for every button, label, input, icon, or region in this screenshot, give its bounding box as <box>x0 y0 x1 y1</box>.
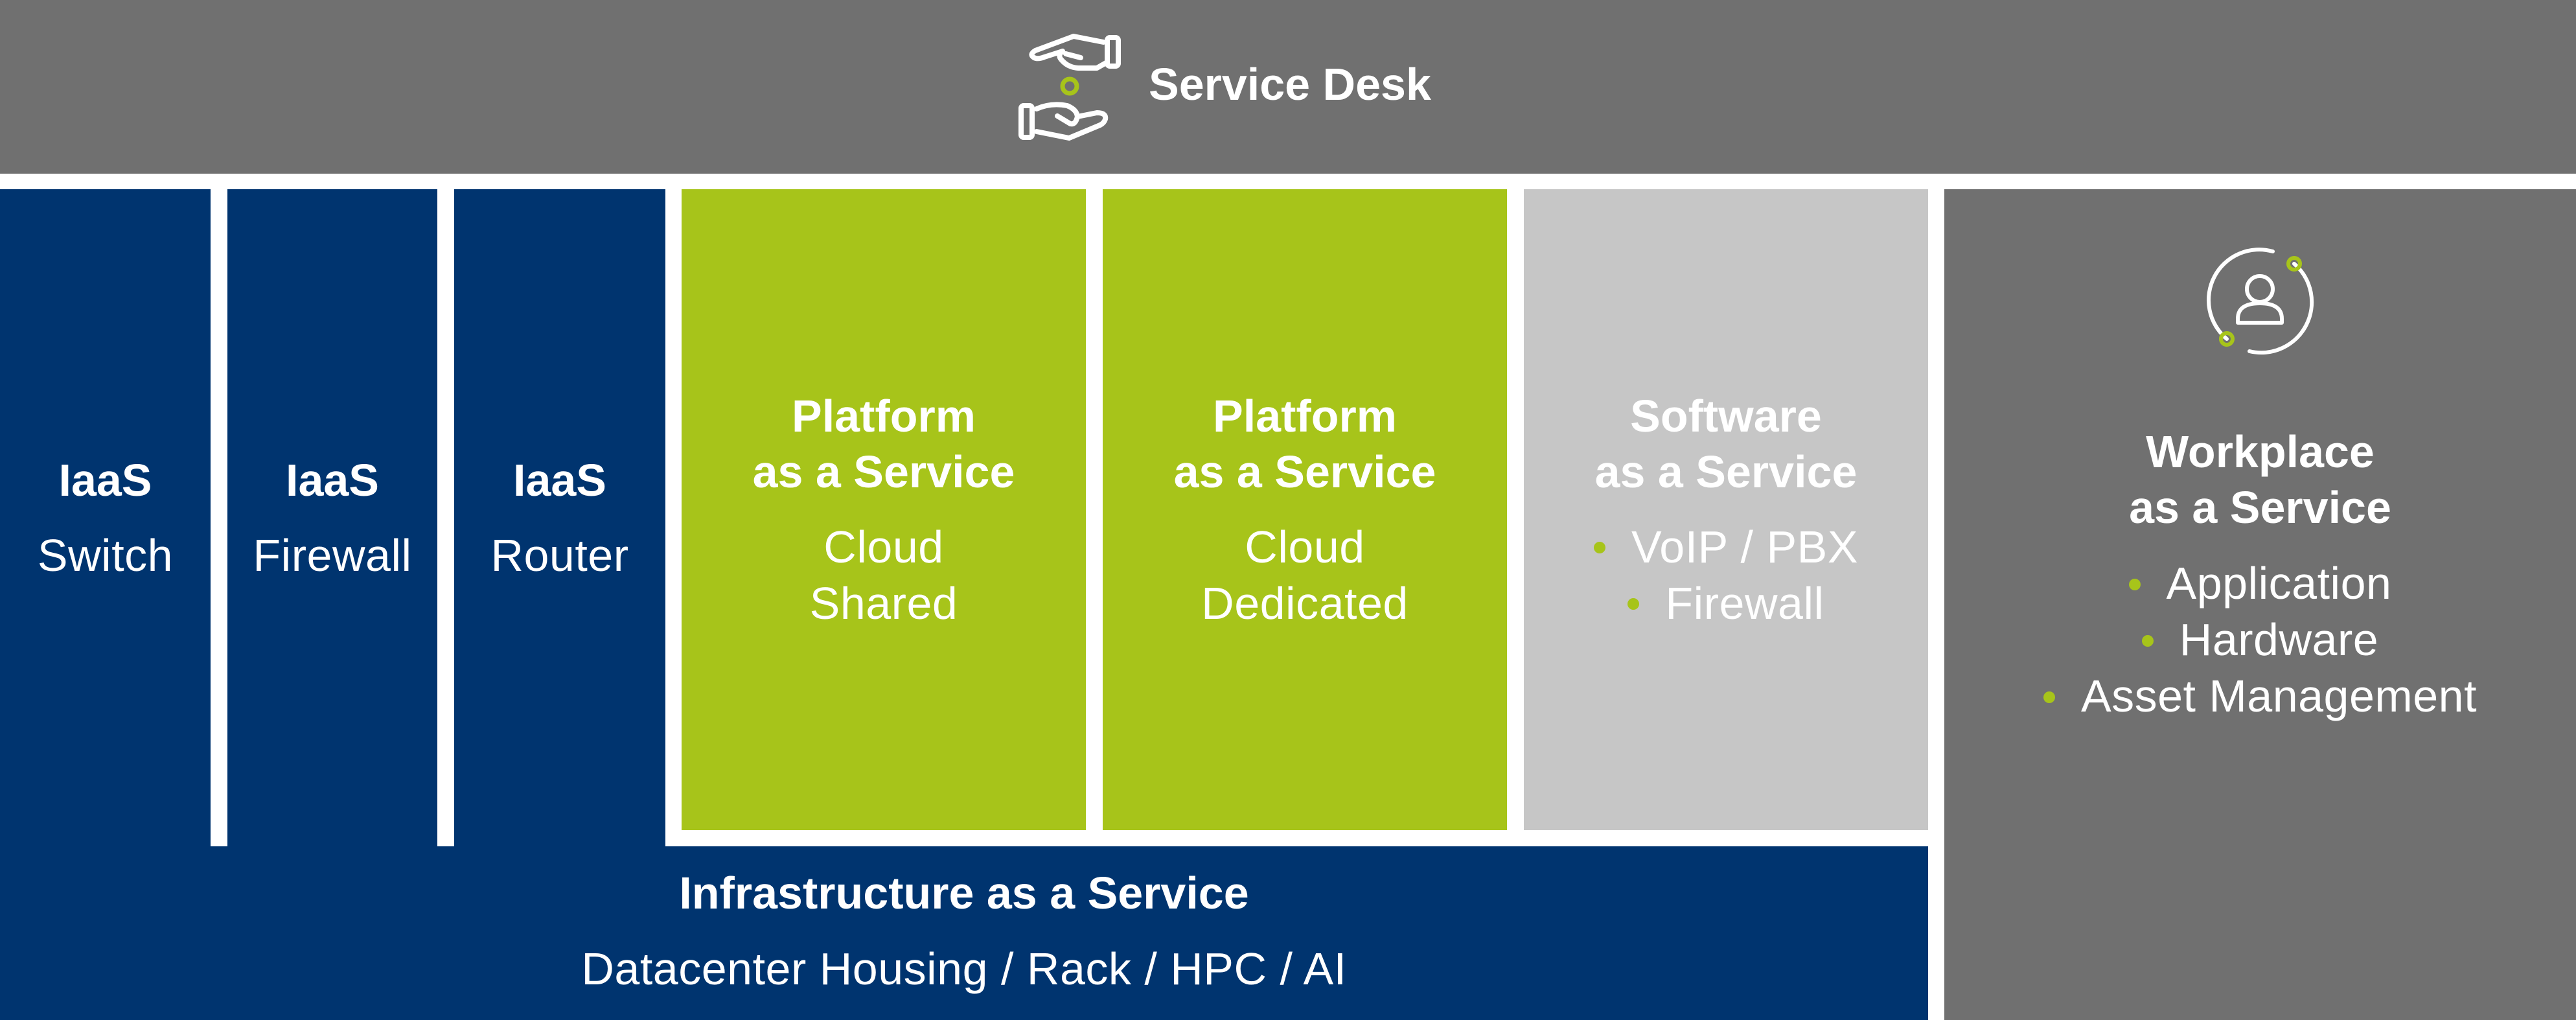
bullet-dot-icon <box>2128 578 2141 590</box>
title-line: as a Service <box>1594 446 1857 497</box>
body-line: Cloud <box>823 521 944 572</box>
bullet-text: Hardware <box>2179 614 2379 665</box>
bullet-item: Asset Management <box>1944 668 2576 724</box>
bullet-dot-icon <box>1593 542 1605 554</box>
hands-service-icon <box>1018 34 1121 141</box>
title-line: Platform <box>1213 390 1397 441</box>
service-desk-band: Service Desk <box>0 0 2576 174</box>
body-line: Cloud <box>1245 521 1365 572</box>
iaas-subtitle: Router <box>490 529 629 581</box>
infrastructure-band-content: Infrastructure as a Service Datacenter H… <box>0 865 1928 997</box>
infrastructure-band <box>0 846 1928 1020</box>
bullet-item: Application <box>1944 555 2576 612</box>
body-line: Dedicated <box>1201 577 1409 629</box>
paas-cloud-dedicated-column: Platform as a Service Cloud Dedicated <box>1103 189 1507 830</box>
paas-title: Platform as a Service <box>753 388 1015 500</box>
bullet-text: Asset Management <box>2080 671 2478 721</box>
title-line: as a Service <box>2129 482 2391 533</box>
waas-bullet-list: Application Hardware Asset Management <box>1944 555 2576 724</box>
saas-title: Software as a Service <box>1595 388 1857 500</box>
paas-body: Cloud Dedicated <box>1201 519 1409 632</box>
bullet-text: Firewall <box>1665 577 1824 629</box>
bullet-text: VoIP / PBX <box>1631 521 1859 572</box>
waas-column <box>1944 189 2576 1020</box>
title-line: as a Service <box>752 446 1015 497</box>
iaas-subtitle: Switch <box>37 529 174 581</box>
paas-title: Platform as a Service <box>1174 388 1436 500</box>
waas-content: Workplace as a Service Application Hardw… <box>1944 424 2576 724</box>
bullet-item: Hardware <box>1944 612 2576 668</box>
saas-column: Software as a Service VoIP / PBX Firewal… <box>1524 189 1928 830</box>
paas-cloud-shared-column: Platform as a Service Cloud Shared <box>682 189 1086 830</box>
title-line: Platform <box>792 390 976 441</box>
infrastructure-subtitle: Datacenter Housing / Rack / HPC / AI <box>581 944 1347 994</box>
iaas-title: IaaS <box>513 454 606 505</box>
infrastructure-title: Infrastructure as a Service <box>679 868 1249 918</box>
iaas-router-column: IaaS Router <box>454 189 665 846</box>
bullet-item: VoIP / PBX <box>1593 519 1859 575</box>
iaas-title: IaaS <box>58 454 152 505</box>
title-line: Workplace <box>2146 426 2375 477</box>
waas-title: Workplace as a Service <box>1944 424 2576 535</box>
iaas-firewall-column: IaaS Firewall <box>227 189 437 846</box>
title-line: Software <box>1630 390 1822 441</box>
bullet-text: Application <box>2166 558 2392 609</box>
body-line: Shared <box>809 577 958 629</box>
bullet-dot-icon <box>2141 634 2154 647</box>
iaas-title: IaaS <box>286 454 379 505</box>
bullet-dot-icon <box>2043 691 2055 703</box>
service-desk-title: Service Desk <box>1149 59 1431 110</box>
bullet-dot-icon <box>1627 598 1640 610</box>
bullet-item: Firewall <box>1594 575 1858 632</box>
saas-bullet-list: VoIP / PBX Firewall <box>1593 519 1859 632</box>
iaas-switch-column: IaaS Switch <box>0 189 211 846</box>
iaas-subtitle: Firewall <box>253 529 412 581</box>
title-line: as a Service <box>1173 446 1436 497</box>
user-cycle-icon <box>2207 248 2314 355</box>
paas-body: Cloud Shared <box>810 519 958 632</box>
